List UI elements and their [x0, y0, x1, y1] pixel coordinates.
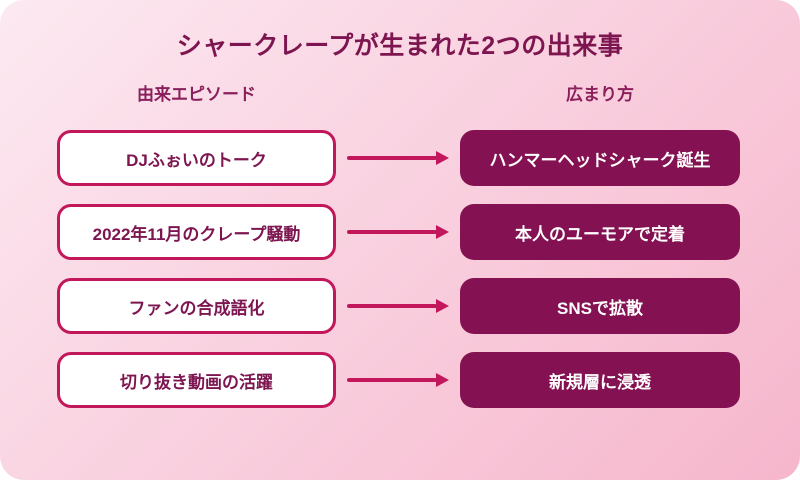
origin-box: ファンの合成語化: [57, 278, 336, 334]
spread-box: 本人のユーモアで定着: [460, 204, 740, 260]
arrow-head: [436, 373, 449, 387]
arrow-line: [347, 378, 437, 382]
arrow-right-icon: [336, 225, 460, 239]
flow-row: DJふぉいのトーク ハンマーヘッドシャーク誕生: [57, 130, 740, 186]
flow-row: ファンの合成語化 SNSで拡散: [57, 278, 740, 334]
column-header-origin: 由来エピソード: [137, 85, 256, 104]
column-headers: 由来エピソード 広まり方: [57, 80, 740, 105]
arrow-line: [347, 304, 437, 308]
flow-rows: DJふぉいのトーク ハンマーヘッドシャーク誕生 2022年11月のクレープ騒動 …: [57, 130, 740, 408]
arrow-head: [436, 151, 449, 165]
spread-box: ハンマーヘッドシャーク誕生: [460, 130, 740, 186]
origin-box: 2022年11月のクレープ騒動: [57, 204, 336, 260]
arrow-line: [347, 156, 437, 160]
page-title: シャークレープが生まれた2つの出来事: [176, 32, 624, 60]
column-header-spread: 広まり方: [566, 85, 634, 104]
spread-box: SNSで拡散: [460, 278, 740, 334]
arrow-right-icon: [336, 299, 460, 313]
origin-box: 切り抜き動画の活躍: [57, 352, 336, 408]
arrow-head: [436, 225, 449, 239]
arrow-head: [436, 299, 449, 313]
arrow-right-icon: [336, 151, 460, 165]
arrow-line: [347, 230, 437, 234]
origin-box: DJふぉいのトーク: [57, 130, 336, 186]
flow-row: 2022年11月のクレープ騒動 本人のユーモアで定着: [57, 204, 740, 260]
arrow-right-icon: [336, 373, 460, 387]
flow-row: 切り抜き動画の活躍 新規層に浸透: [57, 352, 740, 408]
spread-box: 新規層に浸透: [460, 352, 740, 408]
